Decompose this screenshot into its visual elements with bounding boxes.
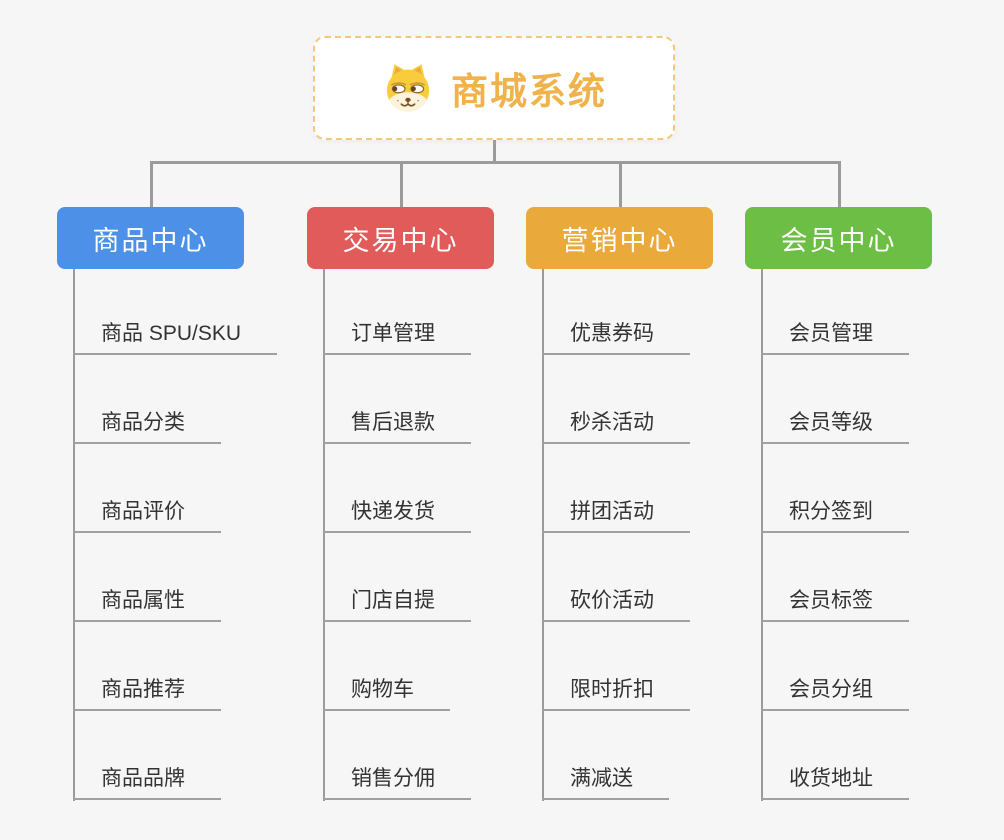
connector-bus (149, 161, 841, 164)
branch-label: 交易中心 (342, 225, 459, 256)
leaf-node[interactable]: 快递发货 (323, 444, 471, 533)
connector-branch-drop (618, 161, 622, 207)
leaf-label: 满减送 (570, 767, 633, 790)
leaf-node[interactable]: 商品评价 (73, 444, 221, 533)
leaf-label: 优惠券码 (570, 322, 654, 345)
leaf-label: 商品 SPU/SKU (101, 322, 242, 345)
leaf-node[interactable]: 收货地址 (761, 711, 909, 800)
leaf-node[interactable]: 商品品牌 (73, 711, 221, 800)
leaf-label: 商品推荐 (101, 678, 185, 701)
leaf-node[interactable]: 商品 SPU/SKU (73, 266, 278, 355)
leaf-label: 限时折扣 (570, 678, 654, 701)
leaf-label: 商品分类 (101, 411, 185, 434)
connector-branch-drop (399, 161, 403, 207)
leaf-node[interactable]: 商品推荐 (73, 622, 221, 711)
leaf-node[interactable]: 砍价活动 (542, 533, 690, 622)
leaf-node[interactable]: 订单管理 (323, 266, 471, 355)
root-title: 商城系统 (451, 71, 607, 112)
branch-node-2[interactable]: 营销中心 (526, 207, 713, 269)
leaf-label: 商品评价 (101, 500, 185, 523)
leaf-node[interactable]: 秒杀活动 (542, 355, 690, 444)
connector-column-line (761, 269, 763, 801)
branch-label: 营销中心 (561, 225, 678, 256)
branch-node-3[interactable]: 会员中心 (745, 207, 932, 269)
leaf-label: 购物车 (351, 678, 414, 701)
branch-node-0[interactable]: 商品中心 (57, 207, 244, 269)
leaf-label: 门店自提 (351, 589, 435, 612)
leaf-node[interactable]: 商品属性 (73, 533, 221, 622)
leaf-node[interactable]: 售后退款 (323, 355, 471, 444)
connector-column-line (73, 269, 75, 801)
leaf-label: 快递发货 (351, 500, 435, 523)
leaf-label: 收货地址 (789, 767, 873, 790)
leaf-label: 会员分组 (789, 678, 873, 701)
connector-column-line (542, 269, 544, 801)
branch-children-column: 会员管理会员等级积分签到会员标签会员分组收货地址 (761, 266, 909, 801)
connector-column-line (323, 269, 325, 801)
leaf-label: 会员管理 (789, 322, 873, 345)
leaf-label: 销售分佣 (351, 767, 435, 790)
leaf-node[interactable]: 满减送 (542, 711, 669, 800)
leaf-label: 订单管理 (351, 322, 435, 345)
connector-root-stub (493, 140, 496, 161)
leaf-node[interactable]: 会员管理 (761, 266, 909, 355)
leaf-label: 砍价活动 (570, 589, 654, 612)
leaf-node[interactable]: 购物车 (323, 622, 450, 711)
leaf-label: 会员等级 (789, 411, 873, 434)
doge-icon (386, 64, 430, 112)
leaf-node[interactable]: 限时折扣 (542, 622, 690, 711)
leaf-label: 积分签到 (789, 500, 873, 523)
leaf-node[interactable]: 积分签到 (761, 444, 909, 533)
leaf-node[interactable]: 会员分组 (761, 622, 909, 711)
leaf-node[interactable]: 门店自提 (323, 533, 471, 622)
leaf-node[interactable]: 会员标签 (761, 533, 909, 622)
leaf-label: 售后退款 (351, 411, 435, 434)
branch-label: 会员中心 (780, 225, 897, 256)
connector-branch-drop (837, 161, 841, 207)
leaf-node[interactable]: 拼团活动 (542, 444, 690, 533)
leaf-label: 商品品牌 (101, 767, 185, 790)
branch-children-column: 优惠券码秒杀活动拼团活动砍价活动限时折扣满减送 (542, 266, 690, 801)
leaf-label: 会员标签 (789, 589, 873, 612)
leaf-label: 商品属性 (101, 589, 185, 612)
leaf-node[interactable]: 销售分佣 (323, 711, 471, 800)
leaf-label: 秒杀活动 (570, 411, 654, 434)
branch-children-column: 商品 SPU/SKU 商品分类商品评价商品属性商品推荐商品品牌 (73, 266, 278, 801)
connector-branch-drop (149, 161, 153, 207)
leaf-node[interactable]: 商品分类 (73, 355, 221, 444)
branch-node-1[interactable]: 交易中心 (307, 207, 494, 269)
root-node-mall-system[interactable]: 商城系统 (313, 36, 675, 140)
branch-label: 商品中心 (92, 225, 209, 256)
leaf-label: 拼团活动 (570, 500, 654, 523)
leaf-node[interactable]: 优惠券码 (542, 266, 690, 355)
branch-children-column: 订单管理售后退款快递发货门店自提购物车销售分佣 (323, 266, 471, 801)
leaf-node[interactable]: 会员等级 (761, 355, 909, 444)
